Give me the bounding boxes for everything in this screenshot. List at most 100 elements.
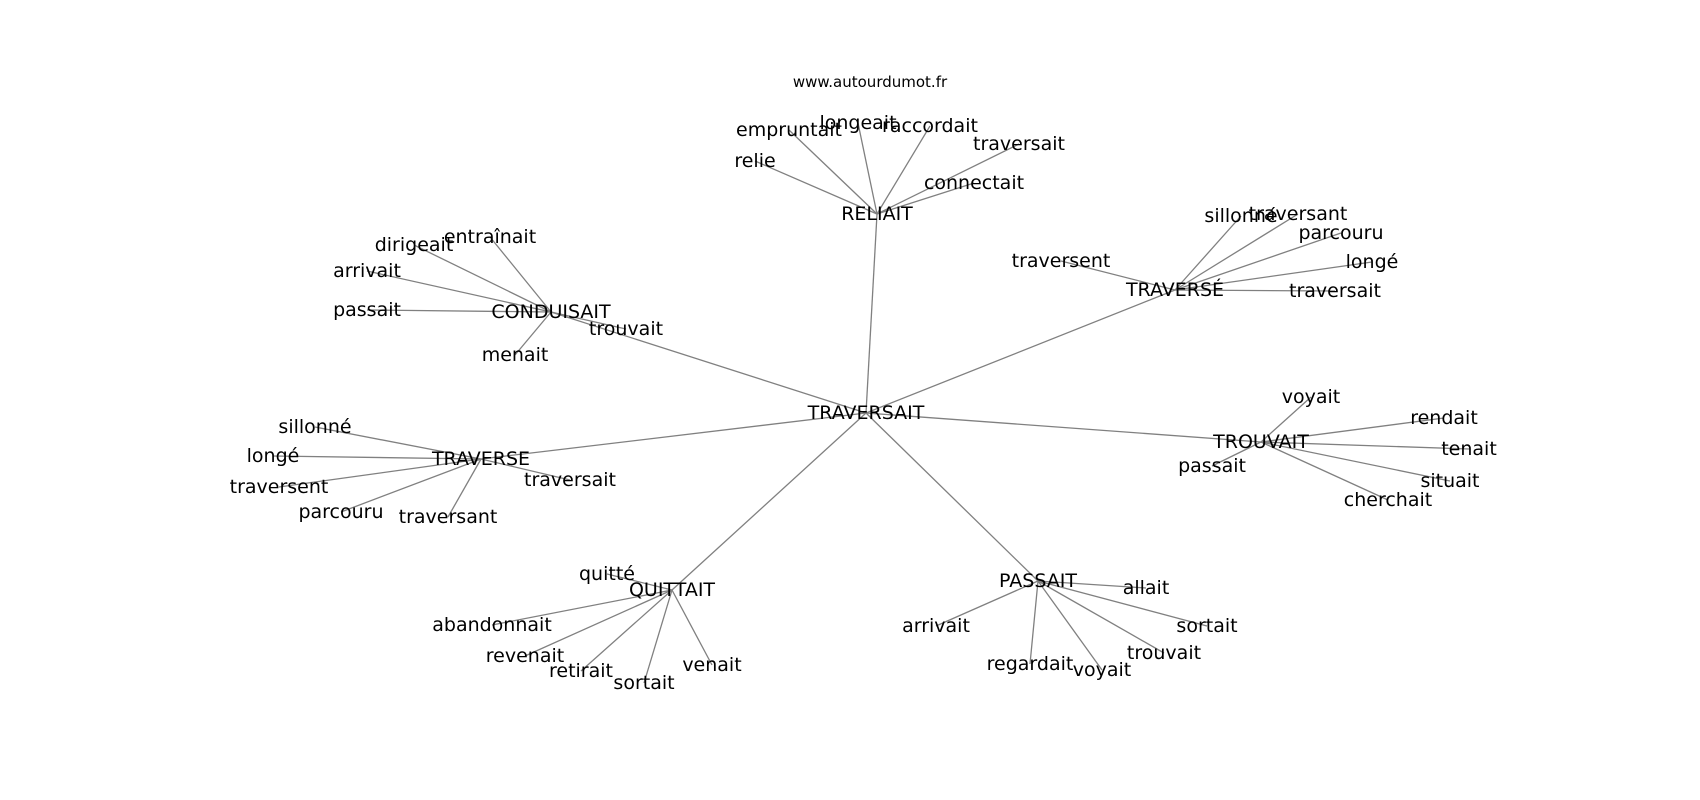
leaf-word[interactable]: retirait [549, 660, 613, 682]
leaf-word[interactable]: parcouru [298, 501, 383, 523]
leaf-word[interactable]: cherchait [1344, 489, 1432, 511]
leaf-word[interactable]: situait [1420, 470, 1479, 492]
leaf-edge [524, 589, 673, 657]
leaf-edge [272, 455, 482, 460]
leaf-word[interactable]: menait [482, 344, 549, 366]
leaf-edge [1260, 441, 1451, 482]
leaf-edge [1029, 580, 1039, 665]
leaf-edge [1060, 260, 1176, 291]
leaf-edge [671, 589, 713, 666]
leaf-edge [514, 311, 552, 356]
leaf-word[interactable]: sortait [613, 672, 674, 694]
leaf-word[interactable]: traversant [1249, 203, 1348, 225]
leaf-edge [606, 573, 673, 591]
hub-word[interactable]: TROUVAIT [1212, 431, 1309, 453]
leaf-edge [1037, 580, 1208, 627]
leaf-edge [1174, 215, 1242, 291]
leaf-word[interactable]: sillonné [1204, 205, 1277, 227]
leaf-edge [1174, 261, 1373, 291]
leaf-edge [876, 182, 975, 215]
leaf-edge [754, 160, 878, 215]
leaf-word[interactable]: tenait [1441, 438, 1497, 460]
leaf-edge [1260, 396, 1312, 443]
leaf-edge [857, 122, 878, 215]
hub-word[interactable]: TRAVERSE [431, 448, 530, 470]
leaf-edge [413, 244, 552, 313]
leaf-word[interactable]: revenait [486, 645, 564, 667]
leaf-word[interactable]: connectait [924, 172, 1024, 194]
leaf-word[interactable]: voyait [1282, 386, 1340, 408]
center-edge [480, 412, 867, 460]
leaf-edge [314, 426, 482, 460]
leaf-word[interactable]: regardait [987, 653, 1074, 675]
leaf-word[interactable]: longé [247, 445, 300, 467]
center-edge [671, 412, 867, 591]
leaf-word[interactable]: passait [333, 299, 401, 321]
leaf-edge [1260, 417, 1445, 443]
leaf-edge [935, 580, 1039, 627]
leaf-word[interactable]: parcouru [1298, 222, 1383, 244]
labels-layer: TRAVERSAIT RELIAIT empruntaitlongeaitracco… [230, 112, 1497, 694]
center-edge [550, 311, 867, 414]
center-edge [865, 213, 878, 414]
leaf-edge [876, 125, 931, 215]
leaf-edge [340, 458, 482, 513]
hub-word[interactable]: TRAVERSÉ [1125, 278, 1224, 301]
hub-word[interactable]: PASSAIT [999, 570, 1077, 592]
leaf-word[interactable]: abandonnait [432, 614, 552, 636]
leaf-edge [788, 129, 878, 215]
leaf-word[interactable]: allait [1123, 577, 1170, 599]
leaf-word[interactable]: traversait [524, 469, 616, 491]
center-edge [865, 289, 1176, 414]
leaf-edge [1260, 441, 1389, 501]
leaf-word[interactable]: dirigeait [375, 234, 454, 256]
leaf-word[interactable]: traversait [1289, 280, 1381, 302]
leaf-word[interactable]: rendait [1410, 407, 1478, 429]
center-edge [865, 412, 1262, 443]
leaf-word[interactable]: traversent [230, 476, 329, 498]
leaf-word[interactable]: venait [682, 654, 741, 676]
leaf-word[interactable]: relie [734, 150, 775, 172]
leaf-word[interactable]: trouvait [589, 318, 663, 340]
leaf-word[interactable]: longeait [819, 112, 896, 134]
leaf-edge [480, 458, 571, 481]
leaf-word[interactable]: sillonné [278, 416, 351, 438]
leaf-edge [1260, 441, 1470, 450]
leaf-word[interactable]: empruntait [736, 119, 842, 141]
leaf-word[interactable]: entraînait [444, 226, 536, 248]
center-word[interactable]: TRAVERSAIT [807, 402, 925, 424]
hub-word[interactable]: RELIAIT [841, 203, 913, 225]
leaf-word[interactable]: sortait [1176, 615, 1237, 637]
leaf-edge [1211, 441, 1262, 467]
leaf-edge [1174, 289, 1336, 292]
leaf-word[interactable]: voyait [1073, 659, 1131, 681]
leaf-word[interactable]: passait [1178, 455, 1246, 477]
leaf-edge [491, 589, 673, 626]
leaf-word[interactable]: trouvait [1127, 642, 1201, 664]
watermark-text: www.autourdumot.fr [793, 73, 948, 91]
leaf-edge [447, 458, 482, 518]
leaf-word[interactable]: traversent [1012, 250, 1111, 272]
hub-word[interactable]: QUITTAIT [629, 579, 715, 601]
leaf-edge [1037, 580, 1103, 671]
leaf-edge [489, 236, 552, 313]
leaf-word[interactable]: traversant [399, 506, 498, 528]
leaf-edge [876, 143, 1020, 215]
leaf-edge [580, 589, 673, 672]
hub-word[interactable]: CONDUISAIT [491, 301, 611, 323]
center-edge [865, 412, 1039, 582]
leaf-edge [643, 589, 673, 684]
leaf-word[interactable]: arrivait [902, 615, 970, 637]
leaf-edge [278, 458, 482, 488]
leaf-edge [366, 309, 552, 313]
leaf-edge [1174, 232, 1342, 291]
leaf-word[interactable]: quitté [579, 563, 635, 585]
leaf-edge [1037, 580, 1147, 589]
leaf-word[interactable]: traversait [973, 133, 1065, 155]
leaf-word[interactable]: longé [1346, 251, 1399, 273]
leaf-word[interactable]: raccordait [882, 115, 978, 137]
leaf-edge [550, 311, 627, 330]
leaf-word[interactable]: arrivait [333, 260, 401, 282]
leaf-edge [1037, 580, 1165, 654]
